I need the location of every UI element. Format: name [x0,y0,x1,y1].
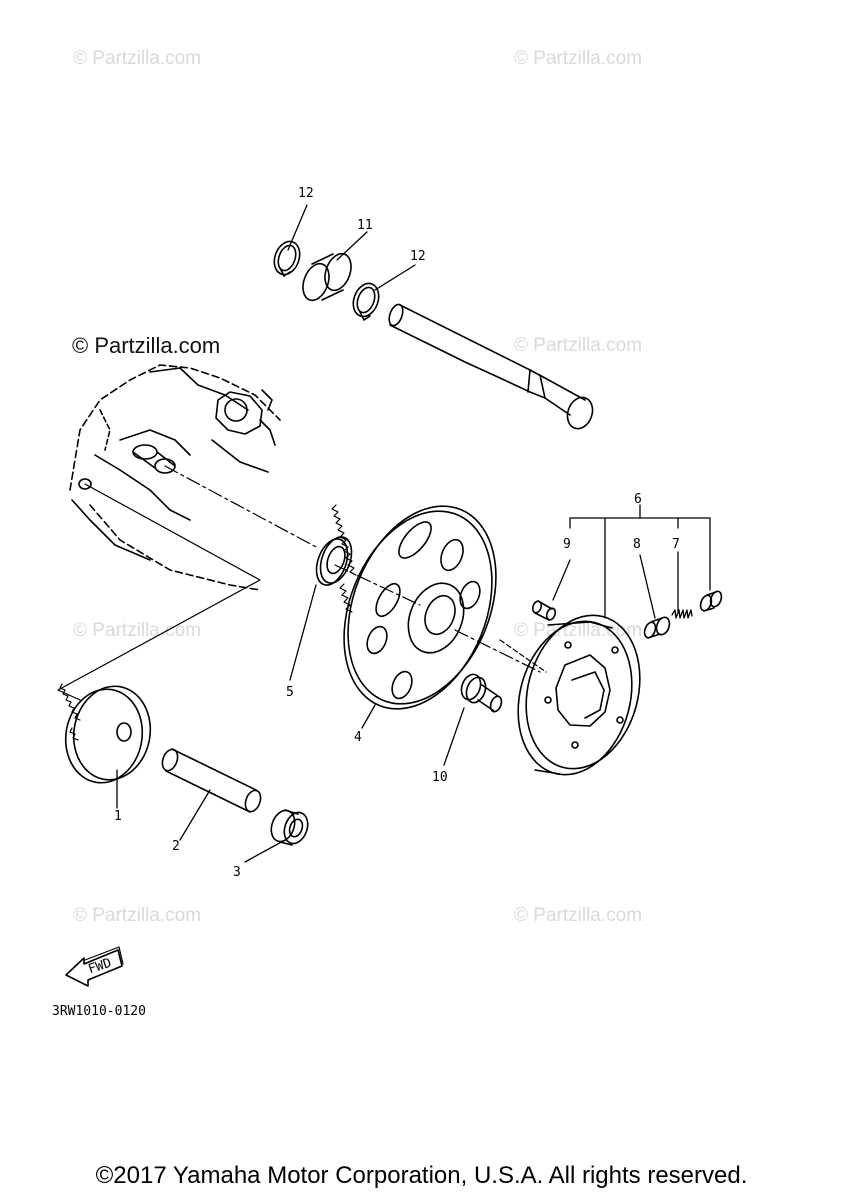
callout-11: 11 [357,218,373,233]
shaft [388,303,594,430]
watermark: © Partzilla.com [73,620,202,641]
crankcase-outline [69,364,281,591]
watermark: © Partzilla.com [73,48,202,69]
callout-5: 5 [286,685,294,700]
pin-part-9 [531,600,557,621]
callout-6: 6 [634,492,642,507]
circlip-part-12-b [352,282,380,321]
idler-gear-part-1 [59,683,152,784]
starter-gear-part-4 [331,504,497,710]
fwd-label: FWD [86,956,113,978]
callout-10: 10 [432,770,448,785]
callout-leaders [116,204,711,863]
bolt-part-10 [460,673,503,713]
watermark: © Partzilla.com [73,905,202,926]
callout-3: 3 [233,865,241,880]
collar-part-3 [270,809,309,846]
circlip-part-12 [273,240,301,277]
callout-7: 7 [672,537,680,552]
assembly-guide-lines [57,465,547,701]
callout-1: 1 [114,809,122,824]
watermark: © Partzilla.com [514,335,643,356]
callout-8: 8 [633,537,641,552]
forward-arrow-icon [65,946,124,987]
watermark: © Partzilla.com [514,620,643,641]
callout-12-top: 12 [298,186,314,201]
callout-9: 9 [563,537,571,552]
callout-4: 4 [354,730,362,745]
starter-clutch-part-6 [517,614,641,776]
cap-part-6 [699,590,723,612]
plunger-part-8 [643,616,671,639]
bearing-part-11 [302,252,352,302]
watermark: © Partzilla.com [514,48,643,69]
copyright-notice: ©2017 Yamaha Motor Corporation, U.S.A. A… [95,1162,748,1189]
watermark: © Partzilla.com [514,905,643,926]
shaft-part-2 [161,748,262,813]
diagram-code: 3RW1010-0120 [52,1004,146,1019]
watermark-prominent: © Partzilla.com [72,333,221,358]
spring-part-7 [671,609,693,619]
washer-part-5 [315,536,353,586]
callout-12-bottom: 12 [410,249,426,264]
callout-2: 2 [172,839,180,854]
